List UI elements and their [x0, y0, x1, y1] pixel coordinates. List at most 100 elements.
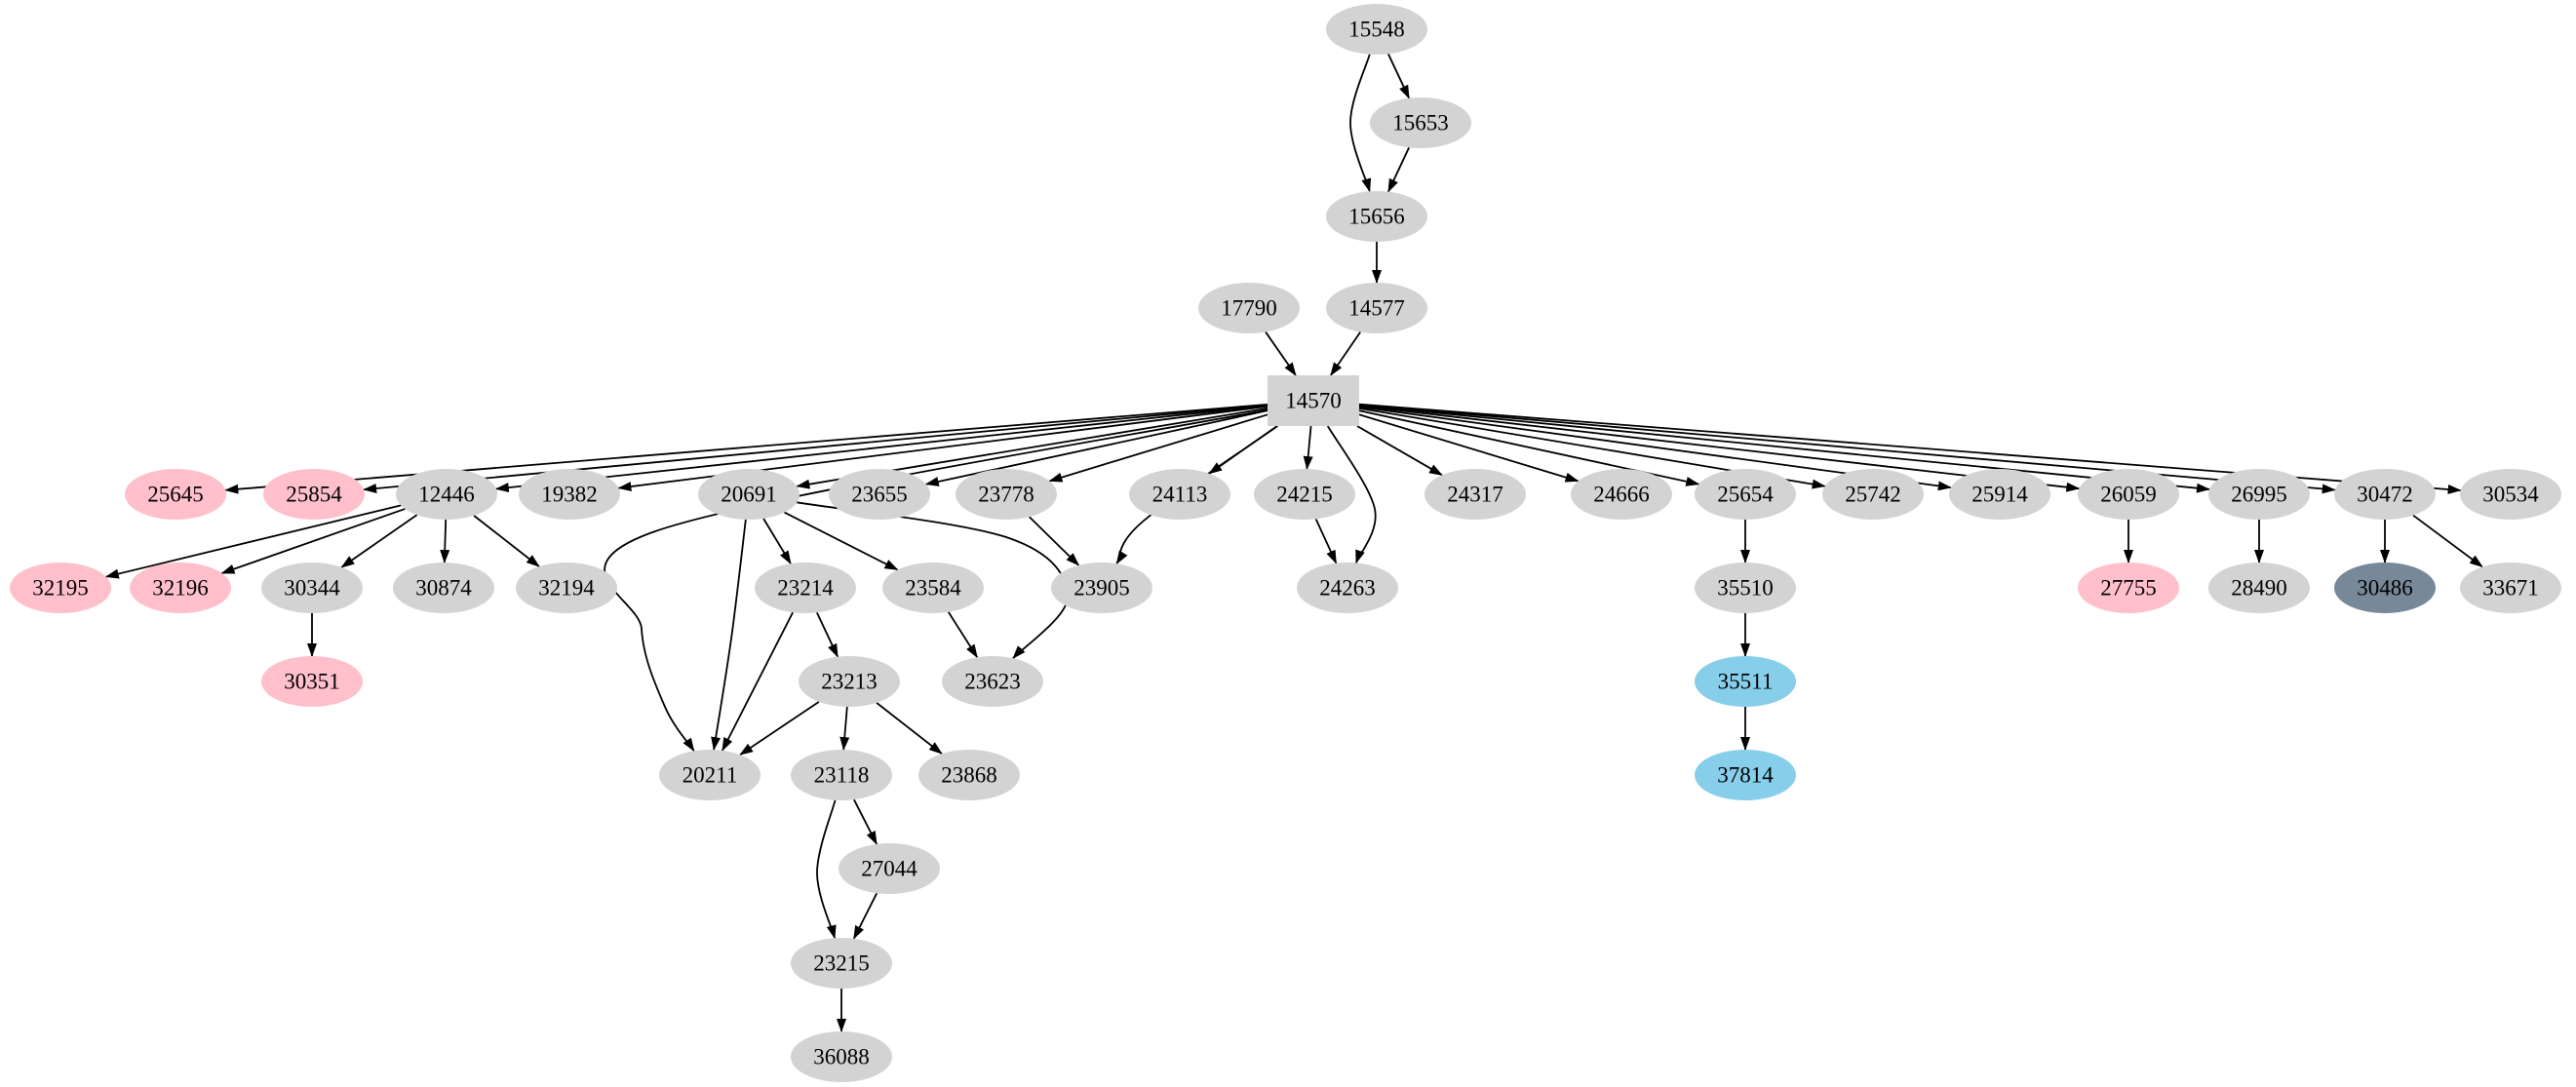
node-label: 23118: [814, 763, 870, 788]
edge-14570-25854: [363, 404, 1268, 493]
node-label: 30486: [2357, 576, 2413, 601]
node-ellipse-shape: [2334, 563, 2436, 613]
edge-14570-30472: [1358, 404, 2336, 494]
node-33671: 33671: [2460, 563, 2561, 613]
node-ellipse-shape: [2208, 563, 2310, 613]
node-ellipse-shape: [261, 656, 363, 707]
node-ellipse-shape: [1695, 469, 1796, 520]
node-14577: 14577: [1326, 283, 1427, 333]
node-ellipse-shape: [519, 469, 620, 520]
node-ellipse-shape: [829, 469, 930, 520]
node-24666: 24666: [1571, 469, 1672, 520]
node-label: 23215: [813, 951, 870, 976]
node-19382: 19382: [519, 469, 620, 520]
node-ellipse-shape: [791, 750, 892, 800]
node-ellipse-shape: [1129, 469, 1230, 520]
edge-23213-23868: [876, 702, 943, 755]
edge-14570-25645: [224, 403, 1268, 494]
node-ellipse-shape: [791, 1031, 892, 1082]
edge-14570-26059: [1358, 405, 2081, 492]
node-ellipse-shape: [393, 563, 494, 613]
node-ellipse-shape: [125, 469, 226, 520]
node-label: 33671: [2482, 576, 2539, 601]
node-24263: 24263: [1297, 563, 1398, 613]
node-label: 23905: [1073, 576, 1130, 601]
node-23623: 23623: [942, 656, 1043, 707]
node-26059: 26059: [2078, 469, 2179, 520]
node-label: 19382: [541, 483, 598, 507]
node-ellipse-shape: [1326, 283, 1427, 333]
edge-14577-14570: [1330, 331, 1361, 376]
node-ellipse-shape: [1254, 469, 1355, 520]
node-label: 28490: [2231, 576, 2287, 601]
node-23214: 23214: [755, 563, 856, 613]
edge-12446-32194: [473, 515, 540, 567]
node-label: 37814: [1717, 763, 1774, 788]
node-ellipse-shape: [918, 750, 1020, 800]
node-ellipse-shape: [1425, 469, 1526, 520]
edge-23213-23118: [839, 706, 850, 752]
edge-17790-14570: [1265, 331, 1297, 376]
node-ellipse-shape: [1695, 563, 1796, 613]
node-ellipse-shape: [839, 843, 940, 894]
graph-edges: [104, 53, 2483, 1032]
node-label: 24113: [1152, 483, 1208, 507]
edge-12446-32196: [220, 508, 406, 574]
node-23868: 23868: [918, 750, 1020, 800]
node-label: 25654: [1717, 483, 1774, 507]
node-ellipse-shape: [2078, 469, 2179, 520]
node-15656: 15656: [1326, 191, 1427, 242]
node-label: 15656: [1348, 205, 1405, 229]
node-15653: 15653: [1370, 97, 1471, 148]
node-15548: 15548: [1326, 4, 1427, 55]
node-30874: 30874: [393, 563, 494, 613]
node-ellipse-shape: [1695, 656, 1796, 707]
edge-14570-24215: [1303, 425, 1313, 471]
edge-15548-15653: [1387, 53, 1410, 99]
node-ellipse-shape: [2208, 469, 2310, 520]
edge-20691-23214: [762, 518, 792, 564]
node-23213: 23213: [799, 656, 900, 707]
node-ellipse-shape: [2460, 469, 2561, 520]
node-label: 23584: [905, 576, 961, 601]
node-label: 15548: [1348, 18, 1405, 42]
node-label: 23213: [821, 670, 878, 694]
node-ellipse-shape: [882, 563, 984, 613]
node-label: 25854: [286, 483, 342, 507]
edge-30472-33671: [2412, 514, 2483, 568]
node-box-shape: [1268, 375, 1359, 426]
node-26995: 26995: [2208, 469, 2310, 520]
node-ellipse-shape: [791, 938, 892, 989]
edge-14570-24317: [1356, 425, 1443, 477]
node-label: 26995: [2231, 483, 2287, 507]
node-ellipse-shape: [1326, 191, 1427, 242]
edge-15548-15656: [1349, 54, 1372, 193]
edge-20691-23584: [784, 511, 899, 571]
node-label: 35511: [1718, 670, 1774, 694]
node-23778: 23778: [956, 469, 1057, 520]
node-label: 30472: [2357, 483, 2413, 507]
node-14570: 14570: [1268, 375, 1359, 426]
edge-15653-15656: [1387, 146, 1410, 193]
node-label: 27755: [2100, 576, 2157, 601]
edge-23778-23905: [1029, 516, 1080, 566]
node-ellipse-shape: [130, 563, 231, 613]
node-label: 24263: [1319, 576, 1376, 601]
node-label: 24215: [1276, 483, 1333, 507]
node-label: 23214: [777, 576, 834, 601]
node-label: 25645: [147, 483, 204, 507]
node-label: 32196: [152, 576, 209, 601]
node-ellipse-shape: [1051, 563, 1152, 613]
node-36088: 36088: [791, 1031, 892, 1082]
node-23118: 23118: [791, 750, 892, 800]
edge-14570-20211: [604, 408, 1268, 753]
node-ellipse-shape: [2460, 563, 2561, 613]
node-30486: 30486: [2334, 563, 2436, 613]
node-23905: 23905: [1051, 563, 1152, 613]
node-25854: 25854: [263, 469, 365, 520]
node-label: 27044: [861, 857, 917, 881]
node-label: 26059: [2100, 483, 2157, 507]
node-ellipse-shape: [1297, 563, 1398, 613]
node-ellipse-shape: [799, 656, 900, 707]
